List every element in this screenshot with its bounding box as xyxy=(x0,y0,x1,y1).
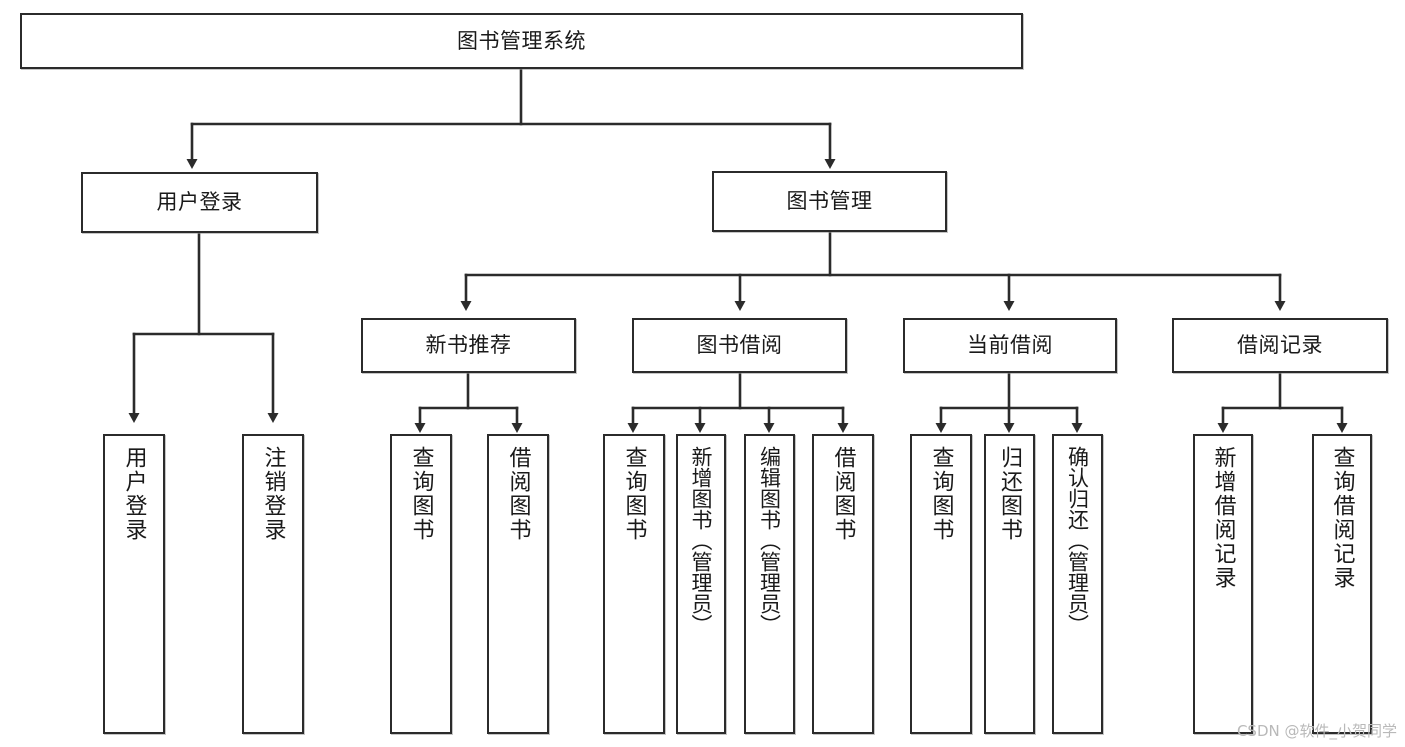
node-leaf-add-borrow-record[interactable]: 新增借阅记录 xyxy=(1193,434,1253,734)
node-book-management[interactable]: 图书管理 xyxy=(712,171,947,232)
node-label: 图书管理系统 xyxy=(457,28,586,53)
node-label: 图书管理 xyxy=(786,189,873,214)
node-leaf-return-book[interactable]: 归还图书 xyxy=(984,434,1035,734)
node-label: 新增图书（管理员） xyxy=(689,446,714,635)
node-leaf-confirm-return-admin[interactable]: 确认归还（管理员） xyxy=(1052,434,1103,734)
node-label: 当前借阅 xyxy=(967,333,1053,358)
node-label: 查询图书 xyxy=(621,446,647,542)
node-label: 查询图书 xyxy=(928,446,954,542)
node-label: 用户登录 xyxy=(121,446,147,542)
node-label: 新书推荐 xyxy=(425,333,512,358)
node-leaf-edit-book-admin[interactable]: 编辑图书（管理员） xyxy=(744,434,795,734)
node-user-login[interactable]: 用户登录 xyxy=(81,172,318,233)
node-label: 注销登录 xyxy=(260,446,286,542)
node-leaf-user-login[interactable]: 用户登录 xyxy=(103,434,165,734)
node-current-borrow[interactable]: 当前借阅 xyxy=(903,318,1117,373)
node-label: 借阅记录 xyxy=(1237,333,1323,358)
node-label: 借阅图书 xyxy=(505,446,531,542)
node-leaf-add-book-admin[interactable]: 新增图书（管理员） xyxy=(676,434,726,734)
node-book-borrow[interactable]: 图书借阅 xyxy=(632,318,847,373)
node-label: 借阅图书 xyxy=(830,446,856,542)
node-leaf-logout[interactable]: 注销登录 xyxy=(242,434,304,734)
node-borrow-record[interactable]: 借阅记录 xyxy=(1172,318,1388,373)
node-new-book-recommend[interactable]: 新书推荐 xyxy=(361,318,576,373)
node-label: 确认归还（管理员） xyxy=(1065,446,1090,635)
node-leaf-borrow-book[interactable]: 借阅图书 xyxy=(812,434,874,734)
node-leaf-query-book-current[interactable]: 查询图书 xyxy=(910,434,972,734)
node-leaf-query-book-borrow[interactable]: 查询图书 xyxy=(603,434,665,734)
node-root-book-management-system[interactable]: 图书管理系统 xyxy=(20,13,1023,69)
node-label: 查询借阅记录 xyxy=(1329,446,1355,590)
node-leaf-query-book-recommend[interactable]: 查询图书 xyxy=(390,434,452,734)
node-label: 新增借阅记录 xyxy=(1210,446,1236,590)
node-leaf-query-borrow-record[interactable]: 查询借阅记录 xyxy=(1312,434,1372,734)
node-label: 用户登录 xyxy=(156,190,243,215)
node-label: 图书借阅 xyxy=(696,333,783,358)
node-label: 编辑图书（管理员） xyxy=(757,446,782,635)
node-leaf-borrow-book-recommend[interactable]: 借阅图书 xyxy=(487,434,549,734)
node-label: 归还图书 xyxy=(997,446,1023,542)
watermark-text: CSDN @软件_小贺同学 xyxy=(1236,722,1397,740)
node-label: 查询图书 xyxy=(408,446,434,542)
